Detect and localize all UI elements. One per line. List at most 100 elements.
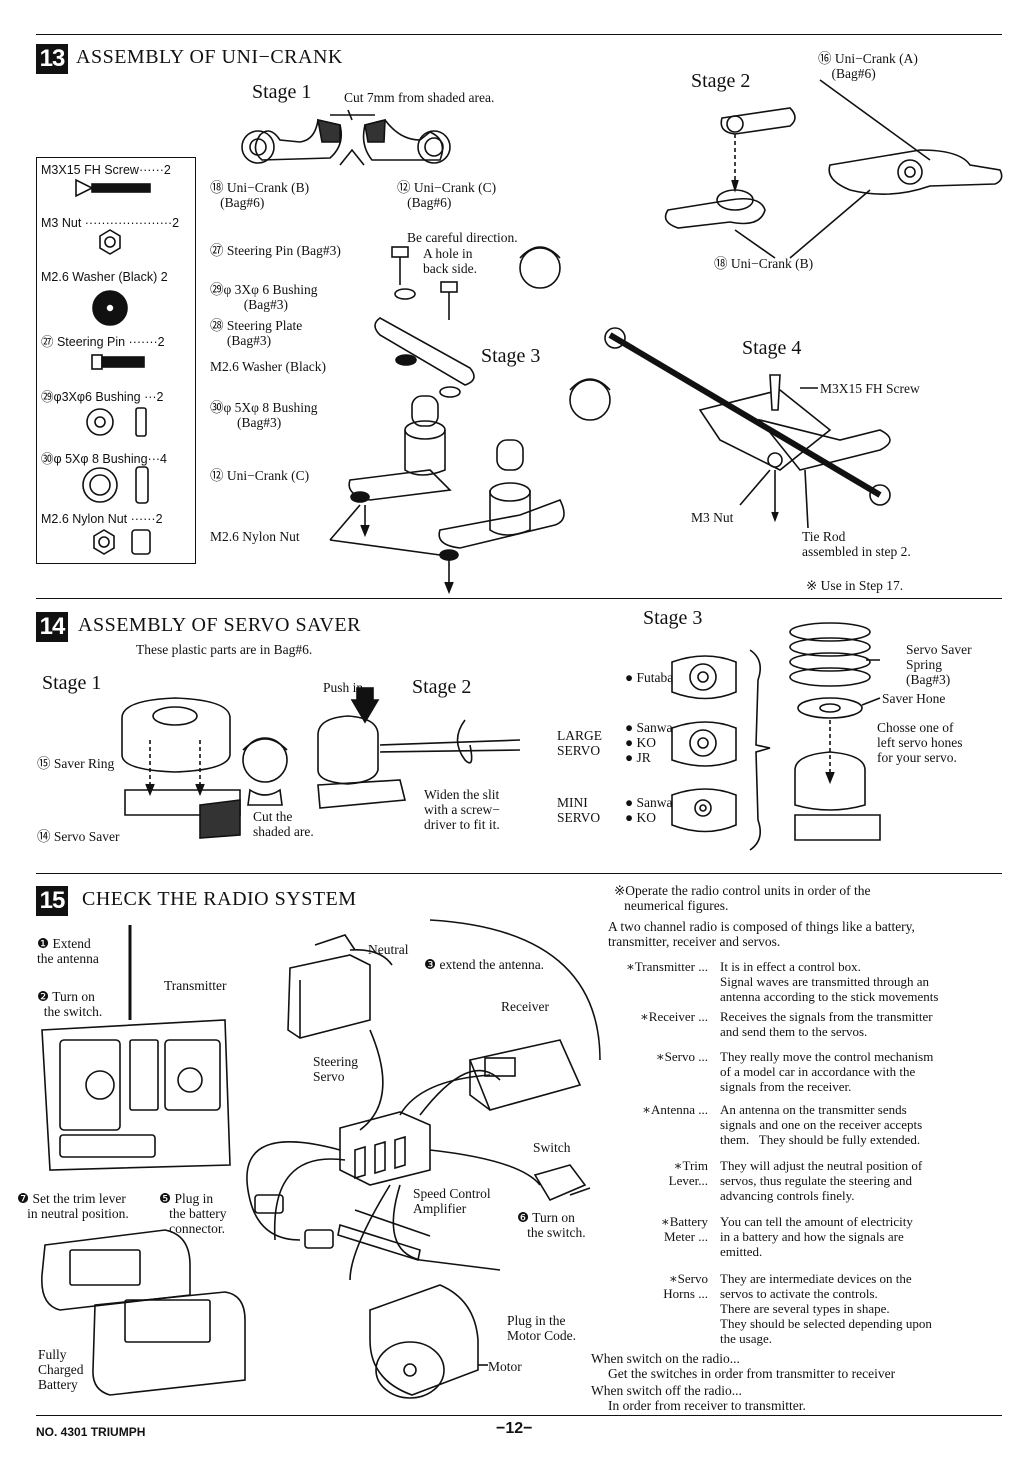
section-rule-15 [36,873,1002,874]
lbl-receiver: Receiver [501,999,549,1014]
battery-pack-icon [41,1229,246,1396]
lbl-hone: Saver Hone [882,691,946,706]
lbl-crank-b2: ⑱ Uni−Crank (B) [714,256,814,271]
lbl-large: LARGE SERVO [557,728,602,758]
lbl-large-list: ● Sanwa ● KO ● JR [625,720,673,765]
lbl-sca: Speed Control Amplifier [413,1186,491,1216]
definition-term: ∗Antenna ... [642,1102,708,1117]
lbl-futaba: ● Futaba [625,670,674,685]
lbl-pin: ㉗ Steering Pin (Bag#3) [210,243,341,258]
stage3-assembly-icon [329,246,565,595]
part-fh-screw: M3X15 FH Screw······2 [41,163,171,177]
step-number-14: 14 [36,612,68,642]
footer-model: NO. 4301 TRIUMPH [36,1425,146,1439]
stage2-cranks-icon [664,79,1003,259]
bottom-rule [36,1415,1002,1416]
s15-note-operate: ※Operate the radio control units in orde… [614,883,871,913]
lbl-transmitter: Transmitter [164,978,227,993]
switch-on-heading: When switch on the radio... [591,1351,740,1366]
lbl-spring: Servo Saver Spring (Bag#3) [906,642,972,687]
lbl-trim: ❼ Set the trim lever in neutral position… [17,1191,129,1221]
lbl-saver: ⑭ Servo Saver [37,829,120,844]
definition-text: You can tell the amount of electricity i… [720,1214,913,1259]
parts-list-box: M3X15 FH Screw······2 M3 Nut ···········… [36,157,196,564]
step-number-13: 13 [36,44,68,74]
s14-stage1: Stage 1 [42,672,102,694]
lbl-plug5: ❺ Plug in the battery connector. [159,1191,227,1236]
definition-term: ∗Receiver ... [639,1009,708,1024]
switch-off-heading: When switch off the radio... [591,1383,742,1398]
fh-screw-icon [75,178,151,198]
steering-servo-icon [287,934,393,1039]
m3-nut-icon [99,229,121,255]
lbl-switch1: ❷ Turn on the switch. [37,989,103,1019]
steering-pin-icon [91,354,145,370]
part-bushing-3x6: ㉙φ3Xφ6 Bushing ···2 [41,390,164,404]
stage2-saver-icon [317,687,521,809]
lbl-m3nut: M3 Nut [691,510,734,525]
definition-text: They will adjust the neutral position of… [720,1158,923,1203]
part-bushing-5x8: ㉚φ 5Xφ 8 Bushing···4 [41,452,167,466]
nylon-nut-icon [93,529,151,555]
lbl-tierod: Tie Rod assembled in step 2. [802,529,911,559]
lbl-extend3: ❸ extend the antenna. [424,957,545,972]
lbl-use17: ※ Use in Step 17. [806,578,904,593]
definition-term: ∗Battery Meter ... [660,1214,708,1244]
washer-icon [92,290,128,326]
lbl-battery: Fully Charged Battery [38,1347,84,1392]
saver-spring-icon [789,622,881,841]
definition-text: It is in effect a control box. Signal wa… [720,959,939,1004]
s14-stage2: Stage 2 [412,676,472,698]
definition-term: ∗Servo Horns ... [663,1271,708,1301]
s13-stage1: Stage 1 [252,81,312,103]
lbl-washer: M2.6 Washer (Black) [210,359,327,374]
lbl-careful: Be careful direction. [407,230,518,245]
definition-term: ∗Trim Lever... [668,1158,708,1188]
definition-text: An antenna on the transmitter sends sign… [720,1102,923,1147]
speed-control-amplifier-icon [339,1111,431,1186]
definition-term: ∗Transmitter ... [625,959,708,974]
lbl-nylon: M2.6 Nylon Nut [210,529,300,544]
lbl-motor: Motor [488,1359,522,1374]
definition-term: ∗Servo ... [655,1049,708,1064]
part-m3-nut: M3 Nut ·····················2 [41,216,180,230]
step-number-15: 15 [36,886,68,916]
lbl-steering: Steering Servo [313,1054,358,1084]
lbl-cut: Cut the shaded are. [253,809,314,839]
lbl-hole: A hole in back side. [423,246,477,276]
mascot-icon [242,246,611,806]
section-13-title: ASSEMBLY OF UNI−CRANK [76,46,343,68]
switch-off-text: In order from receiver to transmitter. [608,1398,806,1413]
lbl-widen: Widen the slit with a screw− driver to f… [424,787,500,832]
part-steering-pin: ㉗ Steering Pin ·······2 [41,335,165,349]
motor-icon [369,1284,488,1399]
definition-text: They really move the control mechanism o… [720,1049,934,1094]
definition-text: Receives the signals from the transmitte… [720,1009,933,1039]
wiring-icon [246,1029,541,1281]
lbl-plate: ㉘ Steering Plate (Bag#3) [210,318,303,348]
lbl-crank-c2: ⑫ Uni−Crank (C) [210,468,310,483]
bushing-3x6-icon [86,407,147,437]
bushing-5x8-icon [82,466,149,504]
s13-stage2: Stage 2 [691,70,751,92]
lbl-switch: Switch [533,1140,571,1155]
stage1-cranks-icon [241,109,451,166]
lbl-crank-b: ⑱ Uni−Crank (B) (Bag#6) [210,180,310,210]
lbl-choose: Chosse one of left servo hones for your … [877,720,963,765]
top-rule [36,34,1002,35]
footer-page: −12− [496,1420,533,1437]
lbl-plug-motor: Plug in the Motor Code. [507,1313,576,1343]
lbl-fh: M3X15 FH Screw [820,381,920,396]
s15-note-intro: A two channel radio is composed of thing… [608,919,915,949]
section-14-title: ASSEMBLY OF SERVO SAVER [78,614,361,636]
lbl-turn6: ❻ Turn on the switch. [517,1210,586,1240]
switch-on-text: Get the switches in order from transmitt… [608,1366,896,1381]
lbl-bush58: ㉚φ 5Xφ 8 Bushing (Bag#3) [210,400,318,430]
saver-ring-icon [121,697,241,839]
s13-stage4: Stage 4 [742,337,802,359]
part-washer: M2.6 Washer (Black) 2 [41,270,168,284]
lbl-extend1: ❶ Extend the antenna [37,936,99,966]
s14-stage3: Stage 3 [643,607,703,629]
lbl-crank-c: ⑫ Uni−Crank (C) (Bag#6) [397,180,497,210]
definition-text: They are intermediate devices on the ser… [720,1271,932,1346]
